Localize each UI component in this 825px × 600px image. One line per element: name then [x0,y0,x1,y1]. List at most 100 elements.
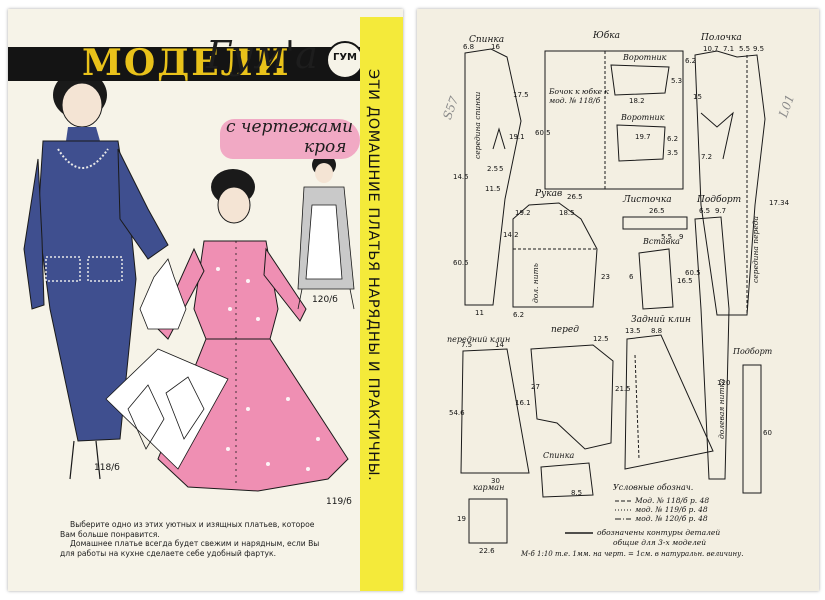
dimension: 26.5 [649,207,665,215]
dimension: 8.8 [651,327,663,335]
dimension: 10.7 [703,45,719,53]
dimension: 27 [531,383,540,391]
subtitle-line2: кроя [304,137,347,157]
dimension: 60.5 [685,269,701,277]
legend-item: Мод. № 118/б р. 48 [635,496,710,505]
legend-item: мод. № 119/б р. 48 [635,505,708,514]
label-yubka: Юбка [593,31,620,41]
dimension: 6.2 [513,311,525,319]
scale-note: М-б 1:10 т.е. 1мм. на черт. = 1см. в нат… [521,550,744,558]
legend-title: Условные обознач. [613,483,694,492]
dimension: 19.1 [509,133,525,141]
dimension: 14.5 [453,173,469,181]
dimension: 6.8 [463,43,475,51]
front-gore-piece [460,348,530,474]
label-vorotnik: Воротник [623,53,667,62]
yellow-strip [360,17,403,591]
model-label: 118/б [94,463,120,473]
dimension: 22.6 [479,547,495,555]
caption-line: Домашнее платье всегда будет свежим и на… [60,539,320,558]
dimension: 14 [495,341,504,349]
caption: Выберите одно из этих уютных и изящных п… [60,520,330,558]
dress-sketch-card [105,348,229,470]
blue-dress-figure [23,71,169,480]
subtitle-line1: с чертежами [226,117,354,137]
listochka-piece [622,216,688,230]
legend-item: мод. № 120/б р. 48 [635,514,708,523]
vstavka-piece [638,248,674,310]
back-piece [464,48,522,306]
caption-line: Выберите одно из этих уютных и изящных п… [60,520,315,539]
legend-swatches [565,500,631,534]
dimension: 60 [763,429,772,437]
label-spinka-2: Спинка [543,451,575,460]
collar-piece [616,124,666,162]
dimension: 17.5 [513,91,529,99]
model-label: 119/б [326,497,352,507]
dimension: 7.2 [701,153,713,161]
front-piece [694,50,766,316]
pattern-page: Спинка Юбка Полочка Воротник Воротник Бо… [417,9,819,591]
dimension: 54.6 [449,409,465,417]
dimension: 14.2 [503,231,519,239]
dimension: 16 [491,43,500,51]
dimension: 6.5 [699,207,711,215]
dimension: 11 [475,309,484,317]
dimension: 12.5 [593,335,609,343]
apron-figure [297,154,355,310]
pattern-drawing [460,48,766,544]
legend-footer: обозначены контуры деталей [597,528,721,537]
dimension: 5.3 [671,77,683,85]
dimension: 5 [499,165,504,173]
label-zadniy-klin: Задний клин [631,315,691,325]
skirt-piece [544,50,684,190]
cover-page: МОДЕЛИ Гум'а ГУМ с чертежами кроя ЭТИ ДО… [8,9,403,591]
label-bochok: Бочок к юбке к мод. № 118/б [549,87,609,105]
dimension: 5.5 [661,233,673,241]
label-vorotnik: Воротник [621,113,665,122]
facing-piece [742,364,762,494]
dimension: 6 [629,273,634,281]
dimension: 16.5 [677,277,693,285]
gum-logo: ГУМ [326,41,364,79]
dimension: 17.34 [769,199,790,207]
collar-piece [610,64,670,96]
back-gore-piece [624,334,714,470]
label-spinka: Спинка [469,35,505,45]
dimension: 11.5 [485,185,501,193]
label-podbort: Подборт [697,195,742,205]
dimension: 9 [679,233,684,241]
dimension: 5.5 [739,45,751,53]
label-podbort-2: Подборт [733,347,773,356]
vertical-slogan: ЭТИ ДОМАШНИЕ ПЛАТЬЯ НАРЯДНЫ И ПРАКТИЧНЫ. [365,69,381,482]
dimension: 30 [491,477,500,485]
legend-footer: общие для 3-х моделей [613,538,707,547]
dimension: 3.5 [667,149,679,157]
fashion-illustration [23,71,355,492]
dimension: 60.5 [453,259,469,267]
dimension: 18.5 [559,209,575,217]
model-label: 120/б [312,295,338,305]
label-listochka: Листочка [623,195,672,205]
dimension: 7.1 [723,45,735,53]
dimension: 8.5 [571,489,583,497]
dimension: 18.2 [629,97,645,105]
dimension: 9.5 [753,45,765,53]
label-polochka: Полочка [701,33,742,43]
pocket-piece [468,498,508,544]
dimension: 120 [717,379,731,387]
label-pered: перед [551,325,579,335]
dimension: 19 [457,515,466,523]
dimension: 7.5 [461,341,473,349]
dimension: 9.7 [715,207,727,215]
dimension: 16.1 [515,399,531,407]
dimension: 6.2 [667,135,679,143]
page-title: МОДЕЛИ [82,42,291,84]
title-banner [8,47,360,81]
label-peredniy-klin: передний клин [447,335,511,344]
label-vstavka: Вставка [643,237,680,246]
label-rukav: Рукав [535,189,563,199]
dimension: 15 [693,93,702,101]
back-bodice-piece [540,462,594,498]
dimension: 23 [601,273,610,281]
